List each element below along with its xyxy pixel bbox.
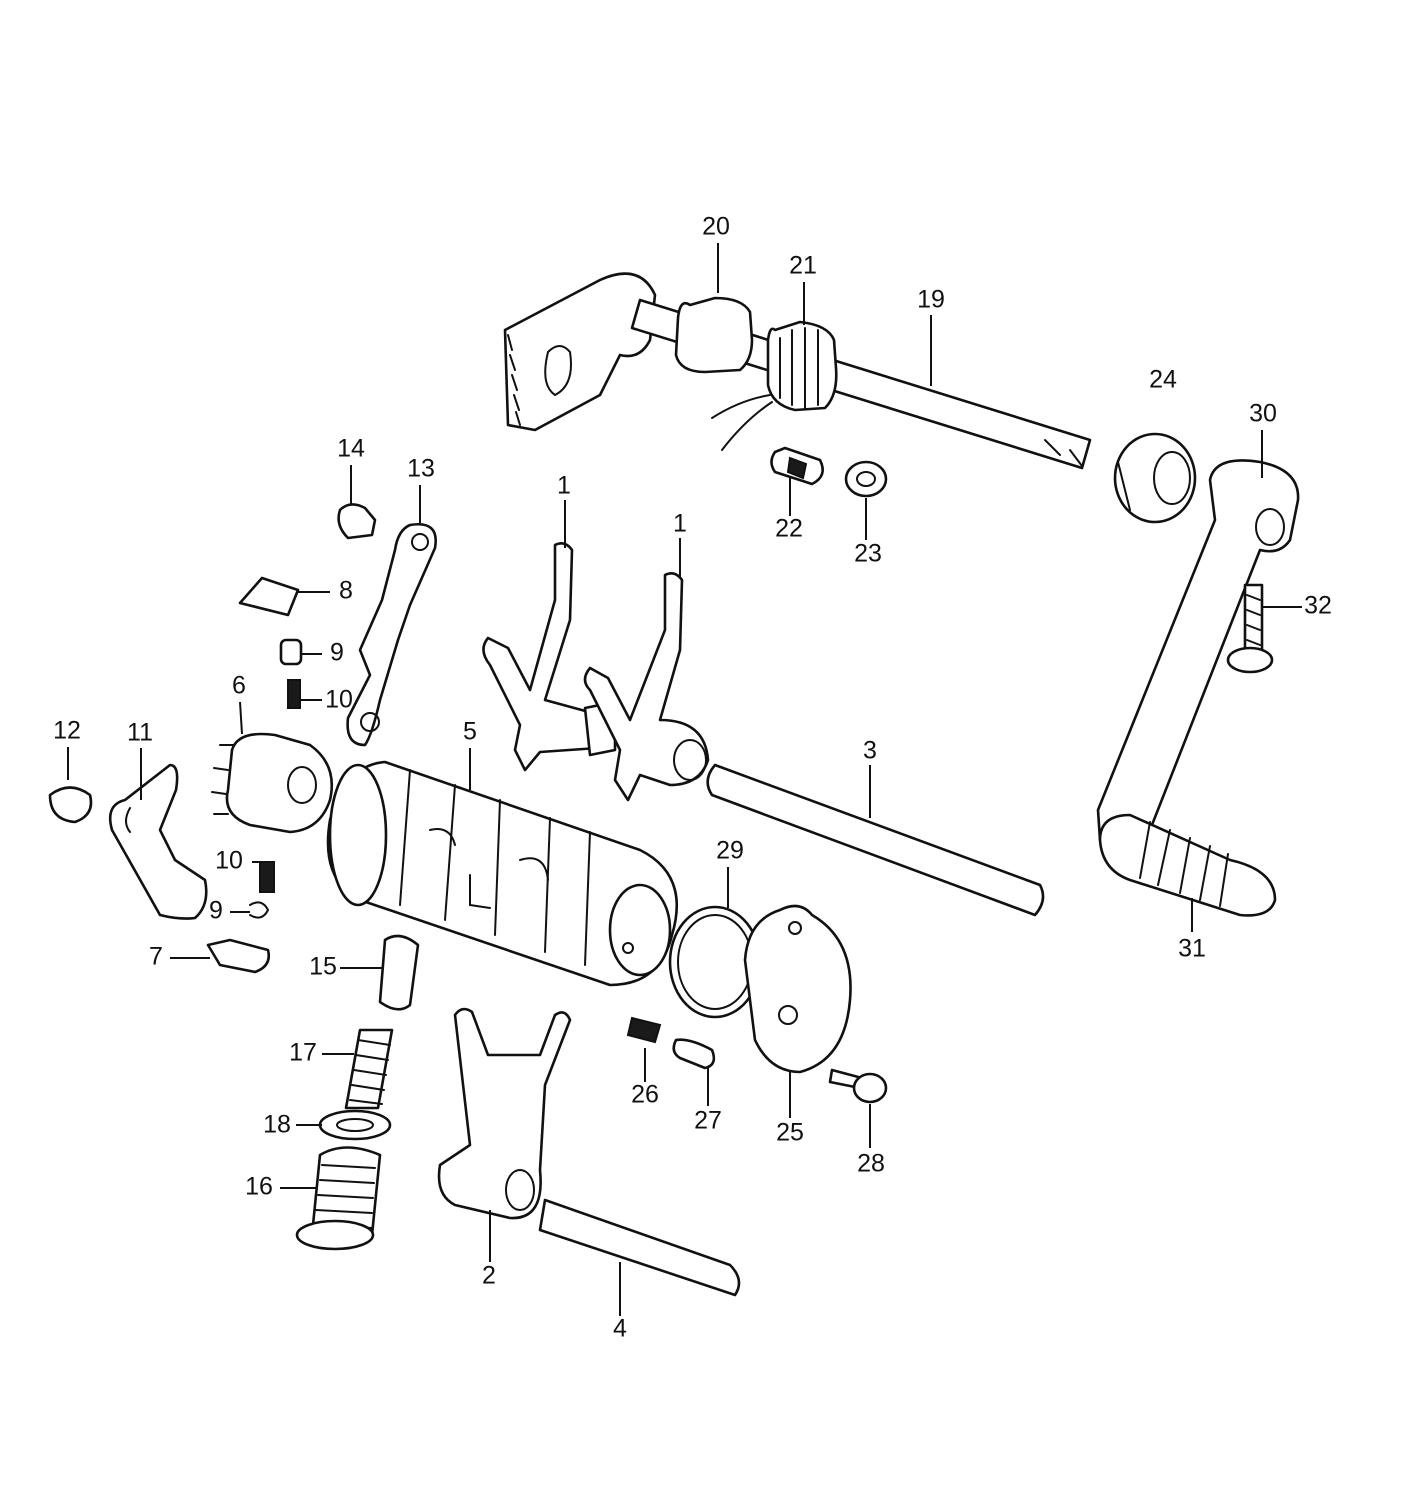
- cover-and-seal-parts: [626, 904, 888, 1104]
- drum-stopper-plate: [337, 503, 437, 747]
- callout-14: 14: [337, 435, 365, 463]
- callout-9b: 9: [209, 897, 223, 925]
- stopper-parts-lower: [206, 861, 275, 974]
- cam-driven-gear: [211, 732, 334, 834]
- callout-30: 30: [1249, 400, 1277, 428]
- callout-26: 26: [631, 1081, 659, 1109]
- callout-10b: 10: [215, 847, 243, 875]
- callout-21: 21: [789, 252, 817, 280]
- callout-25: 25: [776, 1119, 804, 1147]
- callout-15: 15: [309, 953, 337, 981]
- callout-13: 13: [407, 455, 435, 483]
- cam-guide-plate: [48, 763, 208, 920]
- callout-32: 32: [1304, 592, 1332, 620]
- gearshift-cam-drum: [326, 760, 679, 987]
- gearshift-shaft-assembly: [503, 272, 1092, 470]
- callout-2: 2: [482, 1262, 496, 1290]
- shift-forks: [482, 542, 710, 802]
- callout-27: 27: [694, 1107, 722, 1135]
- callout-1b: 1: [673, 510, 687, 538]
- callout-20: 20: [702, 213, 730, 241]
- callout-24: 24: [1149, 366, 1177, 394]
- callout-19: 19: [917, 286, 945, 314]
- lower-shift-fork-and-shaft: [437, 1007, 741, 1297]
- leader-lines: [67, 243, 1302, 1316]
- callout-16: 16: [245, 1173, 273, 1201]
- gearshift-lever: [1096, 459, 1300, 917]
- callout-labels: 20 21 19 24 30 22 23 32 1 1 14 13 8 9 6 …: [53, 213, 1332, 1343]
- callout-9a: 9: [330, 639, 344, 667]
- callout-23: 23: [854, 540, 882, 568]
- callout-31: 31: [1178, 935, 1206, 963]
- callout-7: 7: [149, 943, 163, 971]
- callout-28: 28: [857, 1150, 885, 1178]
- shift-fork-shaft-upper: [706, 763, 1045, 917]
- callout-4: 4: [613, 1315, 627, 1343]
- callout-11: 11: [127, 719, 153, 747]
- oil-seal: [1113, 432, 1197, 524]
- callout-22: 22: [775, 515, 803, 543]
- callout-29: 29: [716, 837, 744, 865]
- callout-1a: 1: [557, 472, 571, 500]
- callout-3: 3: [863, 737, 877, 765]
- callout-17: 17: [289, 1039, 317, 1067]
- neutral-switch-parts: [295, 934, 420, 1251]
- callout-5: 5: [463, 718, 477, 746]
- stopper-parts-upper: [238, 576, 303, 709]
- shaft-pin-and-washer: [770, 446, 888, 498]
- callout-6: 6: [232, 672, 246, 700]
- callout-8: 8: [339, 577, 353, 605]
- callout-10a: 10: [325, 686, 353, 714]
- callout-18: 18: [263, 1111, 291, 1139]
- callout-12: 12: [53, 717, 81, 745]
